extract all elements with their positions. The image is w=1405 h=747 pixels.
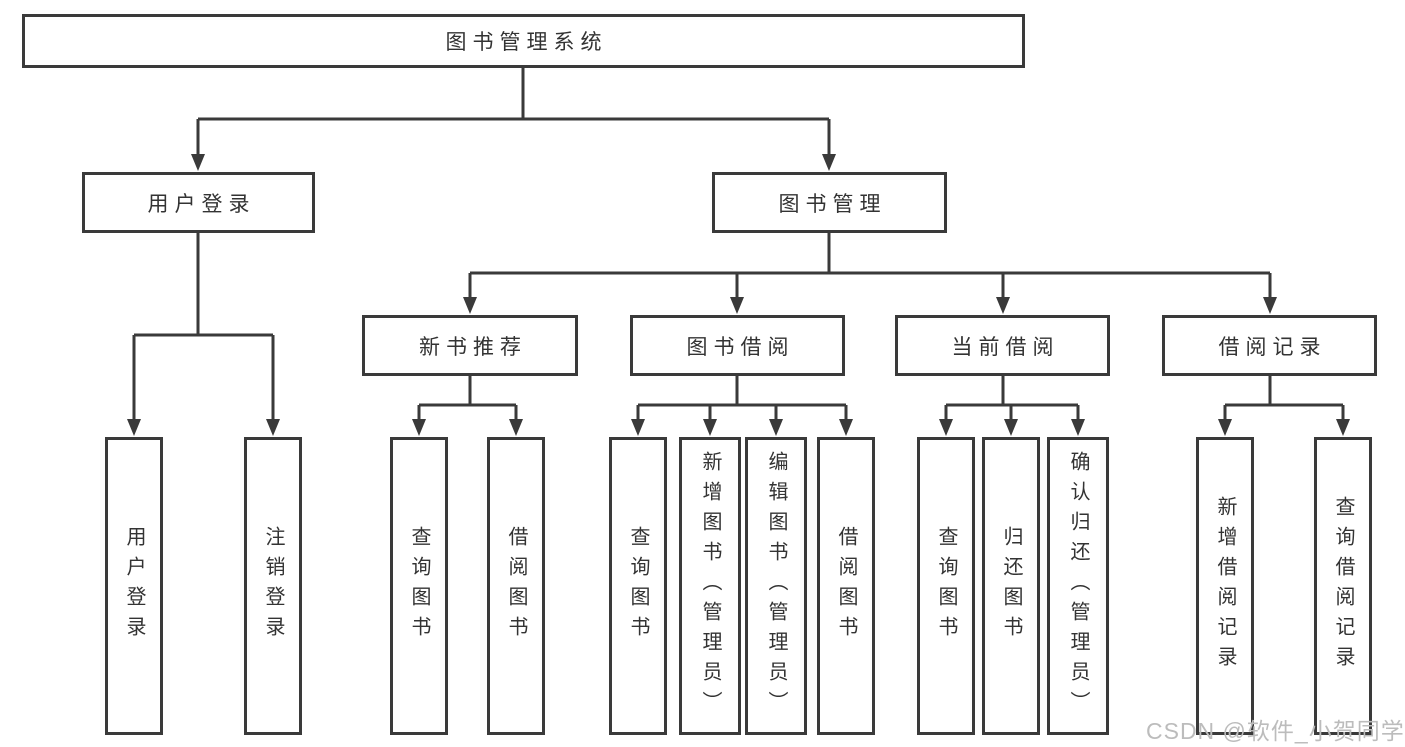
node-book-borrow: 图书借阅: [630, 315, 845, 376]
node-new-book-recommend: 新书推荐: [362, 315, 578, 376]
node-root-label: 图书管理系统: [445, 31, 608, 54]
leaf-query-book-1: 查询图书: [390, 437, 448, 735]
leaf-borrow-book-2-label: 借阅图书: [835, 526, 857, 646]
leaf-borrow-book-1-label: 借阅图书: [505, 526, 527, 646]
node-borrow-record-label: 借阅记录: [1218, 335, 1327, 359]
connector-new-book-branch: [412, 375, 523, 436]
node-new-book-recommend-label: 新书推荐: [419, 335, 527, 359]
leaf-query-borrow-record: 查询借阅记录: [1314, 437, 1372, 735]
leaf-return-book: 归还图书: [982, 437, 1040, 735]
connector-user-login-branch: [127, 233, 280, 436]
leaf-query-borrow-record-label: 查询借阅记录: [1332, 496, 1354, 676]
csdn-watermark: CSDN @软件_小贺同学: [1146, 718, 1405, 744]
leaf-return-book-label: 归还图书: [1000, 526, 1022, 646]
leaf-logout-label: 注销登录: [262, 526, 284, 646]
connector-current-borrow-branch: [939, 375, 1085, 436]
leaf-logout: 注销登录: [244, 437, 302, 735]
leaf-add-borrow-record-label: 新增借阅记录: [1214, 496, 1236, 676]
leaf-edit-book-admin: 编辑图书（管理员）: [745, 437, 807, 735]
connector-book-borrow-branch: [631, 375, 853, 436]
leaf-query-book-2-label: 查询图书: [627, 526, 649, 646]
leaf-borrow-book-1: 借阅图书: [487, 437, 545, 735]
connector-root-to-level2: [191, 68, 836, 171]
leaf-add-borrow-record: 新增借阅记录: [1196, 437, 1254, 735]
leaf-confirm-return-admin-label: 确认归还（管理员）: [1067, 451, 1089, 721]
leaf-user-login-label: 用户登录: [123, 526, 145, 646]
leaf-query-book-3-label: 查询图书: [935, 526, 957, 646]
connector-book-management-branch: [463, 233, 1277, 314]
node-current-borrow-label: 当前借阅: [951, 335, 1060, 359]
leaf-borrow-book-2: 借阅图书: [817, 437, 875, 735]
node-book-borrow-label: 图书借阅: [686, 335, 795, 359]
node-book-management-label: 图书管理: [778, 192, 887, 216]
node-current-borrow: 当前借阅: [895, 315, 1110, 376]
node-user-login-label: 用户登录: [147, 192, 256, 216]
node-book-management: 图书管理: [712, 172, 947, 233]
leaf-query-book-1-label: 查询图书: [408, 526, 430, 646]
node-user-login: 用户登录: [82, 172, 315, 233]
node-root: 图书管理系统: [22, 14, 1025, 68]
leaf-add-book-admin-label: 新增图书（管理员）: [699, 451, 721, 721]
leaf-add-book-admin: 新增图书（管理员）: [679, 437, 741, 735]
leaf-edit-book-admin-label: 编辑图书（管理员）: [765, 451, 787, 721]
leaf-confirm-return-admin: 确认归还（管理员）: [1047, 437, 1109, 735]
leaf-query-book-3: 查询图书: [917, 437, 975, 735]
leaf-query-book-2: 查询图书: [609, 437, 667, 735]
node-borrow-record: 借阅记录: [1162, 315, 1377, 376]
leaf-user-login: 用户登录: [105, 437, 163, 735]
connector-borrow-record-branch: [1218, 375, 1350, 436]
